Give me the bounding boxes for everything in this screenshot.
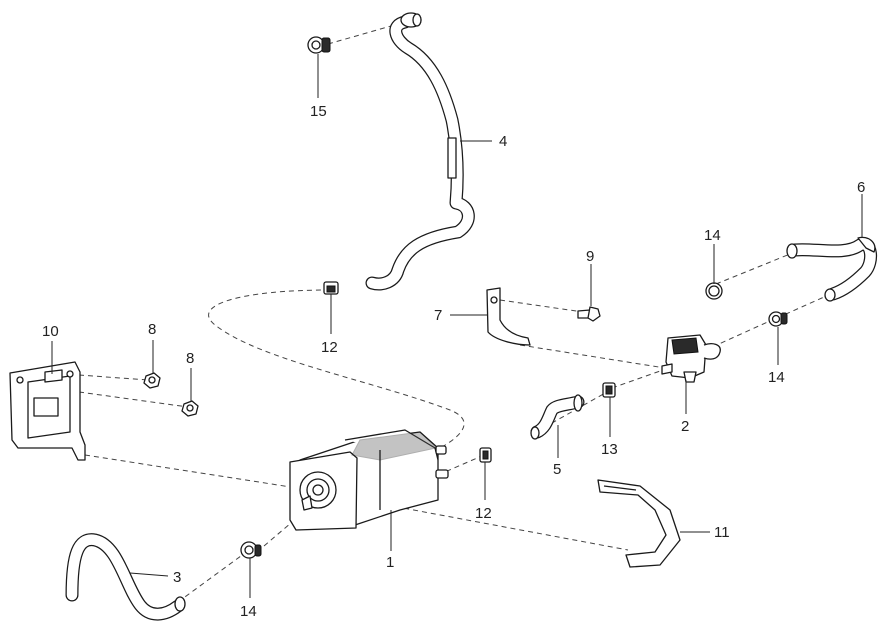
- clamp-14-upper: [705, 282, 723, 300]
- clamp-15: [307, 36, 331, 54]
- callout-13: 12: [475, 505, 492, 522]
- callout-14-right: 14: [768, 369, 785, 386]
- leader-lines: [51, 54, 863, 598]
- hose-5: [530, 394, 585, 440]
- callout-10: 10: [42, 323, 59, 340]
- clip-12-upper: [323, 281, 339, 295]
- clip-13: [479, 447, 492, 463]
- canister-1: [289, 429, 449, 531]
- callout-8-upper: 8: [148, 321, 156, 338]
- bracket-7: [486, 287, 531, 346]
- callout-3: 3: [173, 569, 181, 586]
- strap-11: [597, 479, 681, 568]
- callout-2: 2: [681, 418, 689, 435]
- clamp-14-right: [768, 311, 788, 327]
- bracket-10: [9, 361, 86, 461]
- callout-14-lower: 14: [240, 603, 257, 620]
- callout-5: 5: [553, 461, 561, 478]
- callout-12-upper: 12: [321, 339, 338, 356]
- callout-8-lower: 8: [186, 350, 194, 367]
- callout-14-upper: 14: [704, 227, 721, 244]
- nut-8-lower: [181, 400, 199, 417]
- bolt-9: [577, 306, 601, 322]
- callout-9: 9: [586, 248, 594, 265]
- callout-labels: 15 4 12 6 14 9 7 14 2 13 5 12 8 8 10 1 1…: [42, 103, 865, 620]
- hose-4: [365, 12, 475, 291]
- callout-6: 6: [857, 179, 865, 196]
- callout-1: 1: [386, 554, 394, 571]
- clip-12-right: [602, 382, 616, 398]
- callout-11: 11: [714, 524, 730, 541]
- nut-8-upper: [143, 372, 161, 389]
- callout-4: 4: [499, 133, 507, 150]
- purge-valve-2: [661, 334, 721, 383]
- callout-12-right: 13: [601, 441, 618, 458]
- clamp-14-lower: [240, 541, 262, 559]
- callout-15: 15: [310, 103, 327, 120]
- hose-6: [786, 236, 878, 302]
- hose-3: [65, 533, 186, 621]
- callout-7: 7: [434, 307, 442, 324]
